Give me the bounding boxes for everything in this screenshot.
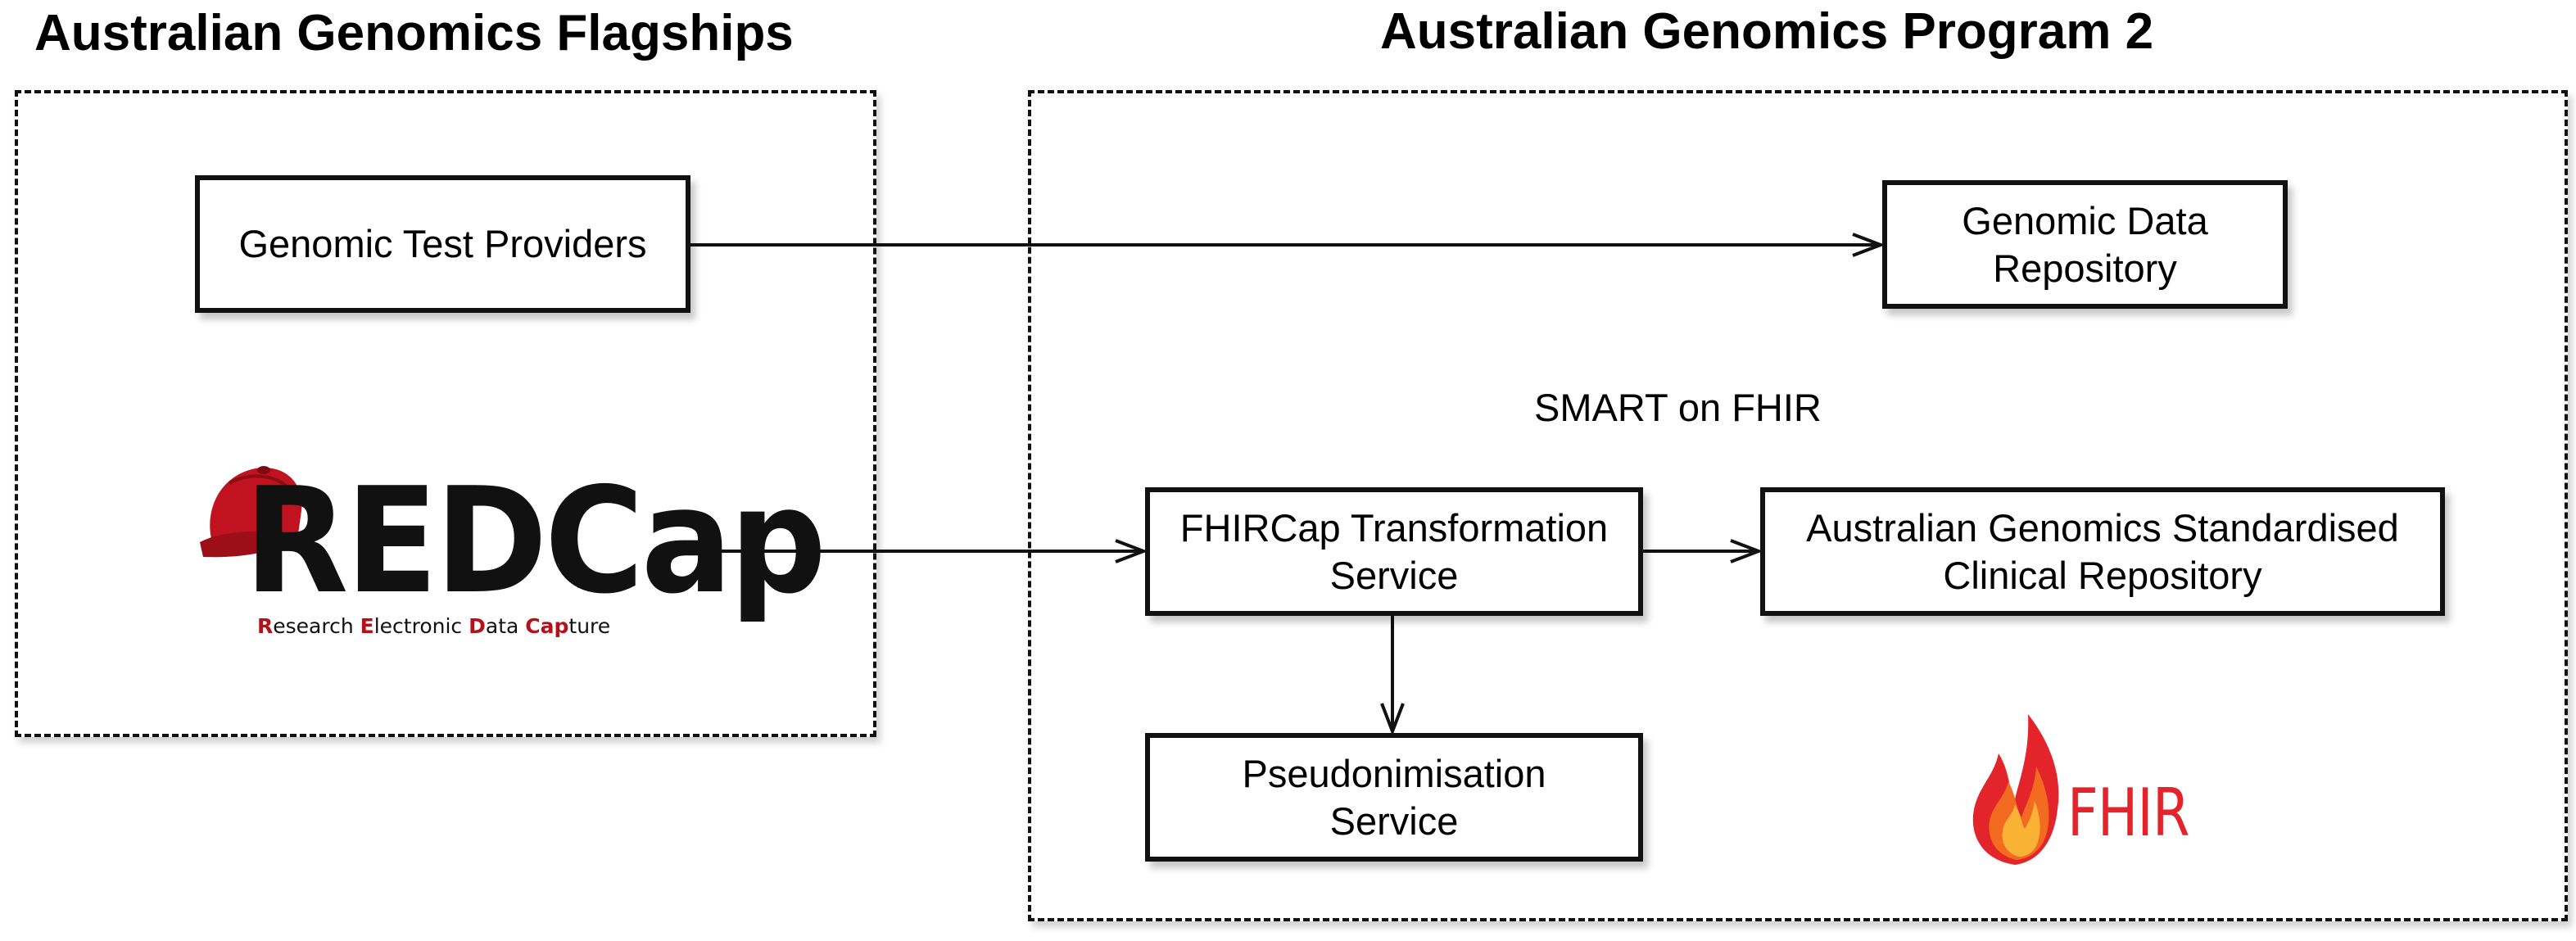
redcap-logo: REDCap Research Electronic Data Capture bbox=[197, 459, 826, 647]
genomic-test-providers-label: Genomic Test Providers bbox=[238, 222, 647, 266]
redcap-tagline-initial: Cap bbox=[525, 614, 569, 638]
redcap-tagline-segment: ata bbox=[485, 614, 526, 638]
flagships-group bbox=[15, 90, 876, 737]
program2-group bbox=[1028, 90, 2568, 921]
redcap-tagline-initial: E bbox=[360, 614, 374, 638]
program2-heading: Australian Genomics Program 2 bbox=[1380, 3, 2154, 60]
standardised-clinical-repository-node: Australian Genomics Standardised Clinica… bbox=[1760, 487, 2445, 616]
redcap-wordmark: REDCap bbox=[244, 456, 826, 626]
genomic-data-repository-node: Genomic Data Repository bbox=[1882, 180, 2288, 309]
red-cap-hat-icon bbox=[200, 466, 302, 558]
redcap-tagline-segment: lectronic bbox=[373, 614, 469, 638]
smart-on-fhir-label: SMART on FHIR bbox=[1534, 386, 1822, 429]
redcap-tagline: Research Electronic Data Capture bbox=[257, 614, 610, 638]
fhir-logo: FHIR bbox=[1966, 704, 2236, 868]
fhir-wordmark: FHIR bbox=[2067, 775, 2190, 851]
genomic-test-providers-node: Genomic Test Providers bbox=[195, 175, 690, 313]
fhir-flame-icon bbox=[1972, 714, 2059, 865]
pseudonymisation-service-node: Pseudonimisation Service bbox=[1145, 733, 1643, 862]
pseudonymisation-service-label: Pseudonimisation Service bbox=[1242, 752, 1546, 843]
standardised-clinical-repository-label: Australian Genomics Standardised Clinica… bbox=[1806, 506, 2399, 597]
fhircap-transformation-service-label: FHIRCap Transformation Service bbox=[1179, 506, 1609, 597]
redcap-tagline-segment: esearch bbox=[273, 614, 360, 638]
redcap-tagline-segment: ture bbox=[568, 614, 611, 638]
flagships-heading: Australian Genomics Flagships bbox=[34, 5, 794, 61]
redcap-tagline-initial: D bbox=[469, 614, 486, 638]
genomic-data-repository-label: Genomic Data Repository bbox=[1962, 199, 2208, 290]
redcap-tagline-initial: R bbox=[257, 614, 274, 638]
fhircap-transformation-service-node: FHIRCap Transformation Service bbox=[1145, 487, 1643, 616]
